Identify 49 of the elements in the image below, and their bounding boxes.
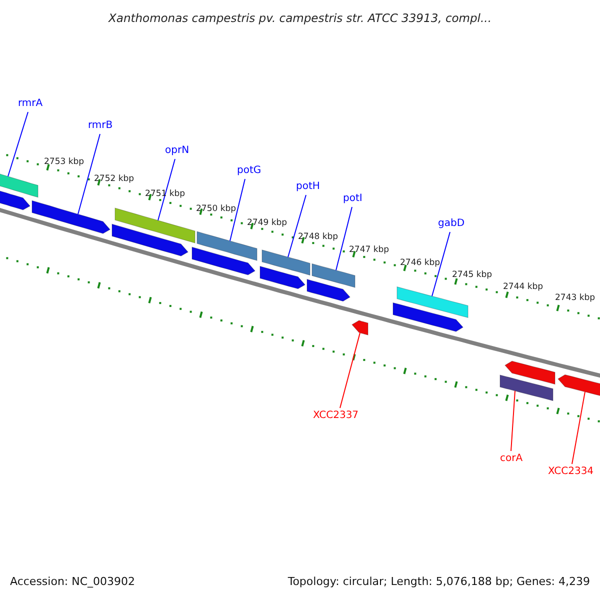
gene-label: rmrA	[18, 98, 43, 109]
leader-line	[336, 206, 352, 271]
footer-text: Topology: circular; Length: 5,076,188 bp; Genes: 4,239	[288, 575, 590, 588]
gene-label: potI	[343, 193, 362, 204]
scale-label: 2745 kbp	[452, 270, 492, 280]
gene-feature	[32, 200, 110, 234]
leader-line	[572, 391, 586, 464]
gene-feature	[0, 170, 38, 198]
gene-feature	[504, 360, 556, 385]
leader-line	[340, 332, 360, 408]
gene-label: gabD	[438, 218, 465, 229]
scale-label: 2744 kbp	[503, 282, 544, 292]
leader-line	[158, 158, 176, 221]
gene-label: corA	[500, 453, 523, 464]
scale-label: 2750 kbp	[196, 204, 236, 214]
scale-label: 2752 kbp	[94, 174, 134, 184]
leader-line	[288, 194, 306, 258]
gene-feature	[0, 188, 30, 210]
scale-label: 2753 kbp	[44, 157, 84, 167]
leader-line	[8, 112, 28, 177]
leader-line	[510, 390, 516, 452]
gene-feature	[392, 302, 464, 332]
scale-label: 2746 kbp	[400, 258, 440, 268]
scale-label: 2747 kbp	[349, 245, 390, 255]
gene-label: oprN	[165, 145, 190, 156]
gene-feature	[196, 231, 258, 261]
gene-feature	[192, 246, 256, 276]
gene-feature	[352, 320, 368, 336]
gene-feature	[396, 286, 468, 318]
gene-feature	[312, 263, 356, 288]
leader-line	[432, 232, 450, 297]
gene-label: XCC2337	[313, 410, 359, 421]
scale-label: 2748 kbp	[298, 232, 338, 242]
scale-label: 2743 kbp	[555, 293, 596, 303]
gene-label: rmrB	[88, 120, 113, 131]
gene-feature	[306, 278, 350, 302]
map-title: Xanthomonas campestris pv. campestris str. ATCC 33913, compl...	[107, 11, 492, 25]
scale-label: 2749 kbp	[247, 218, 288, 228]
gene-feature	[262, 250, 310, 276]
gene-label: XCC2334	[548, 466, 594, 477]
gene-label: potG	[237, 165, 262, 176]
gene-feature	[500, 374, 554, 402]
gene-feature	[112, 224, 188, 256]
leader-line	[78, 134, 100, 215]
gene-feature	[114, 208, 196, 244]
footer-text: Accession: NC_003902	[10, 575, 136, 588]
gene-feature	[260, 266, 306, 290]
gene-label: potH	[296, 181, 320, 192]
leader-line	[230, 178, 246, 242]
